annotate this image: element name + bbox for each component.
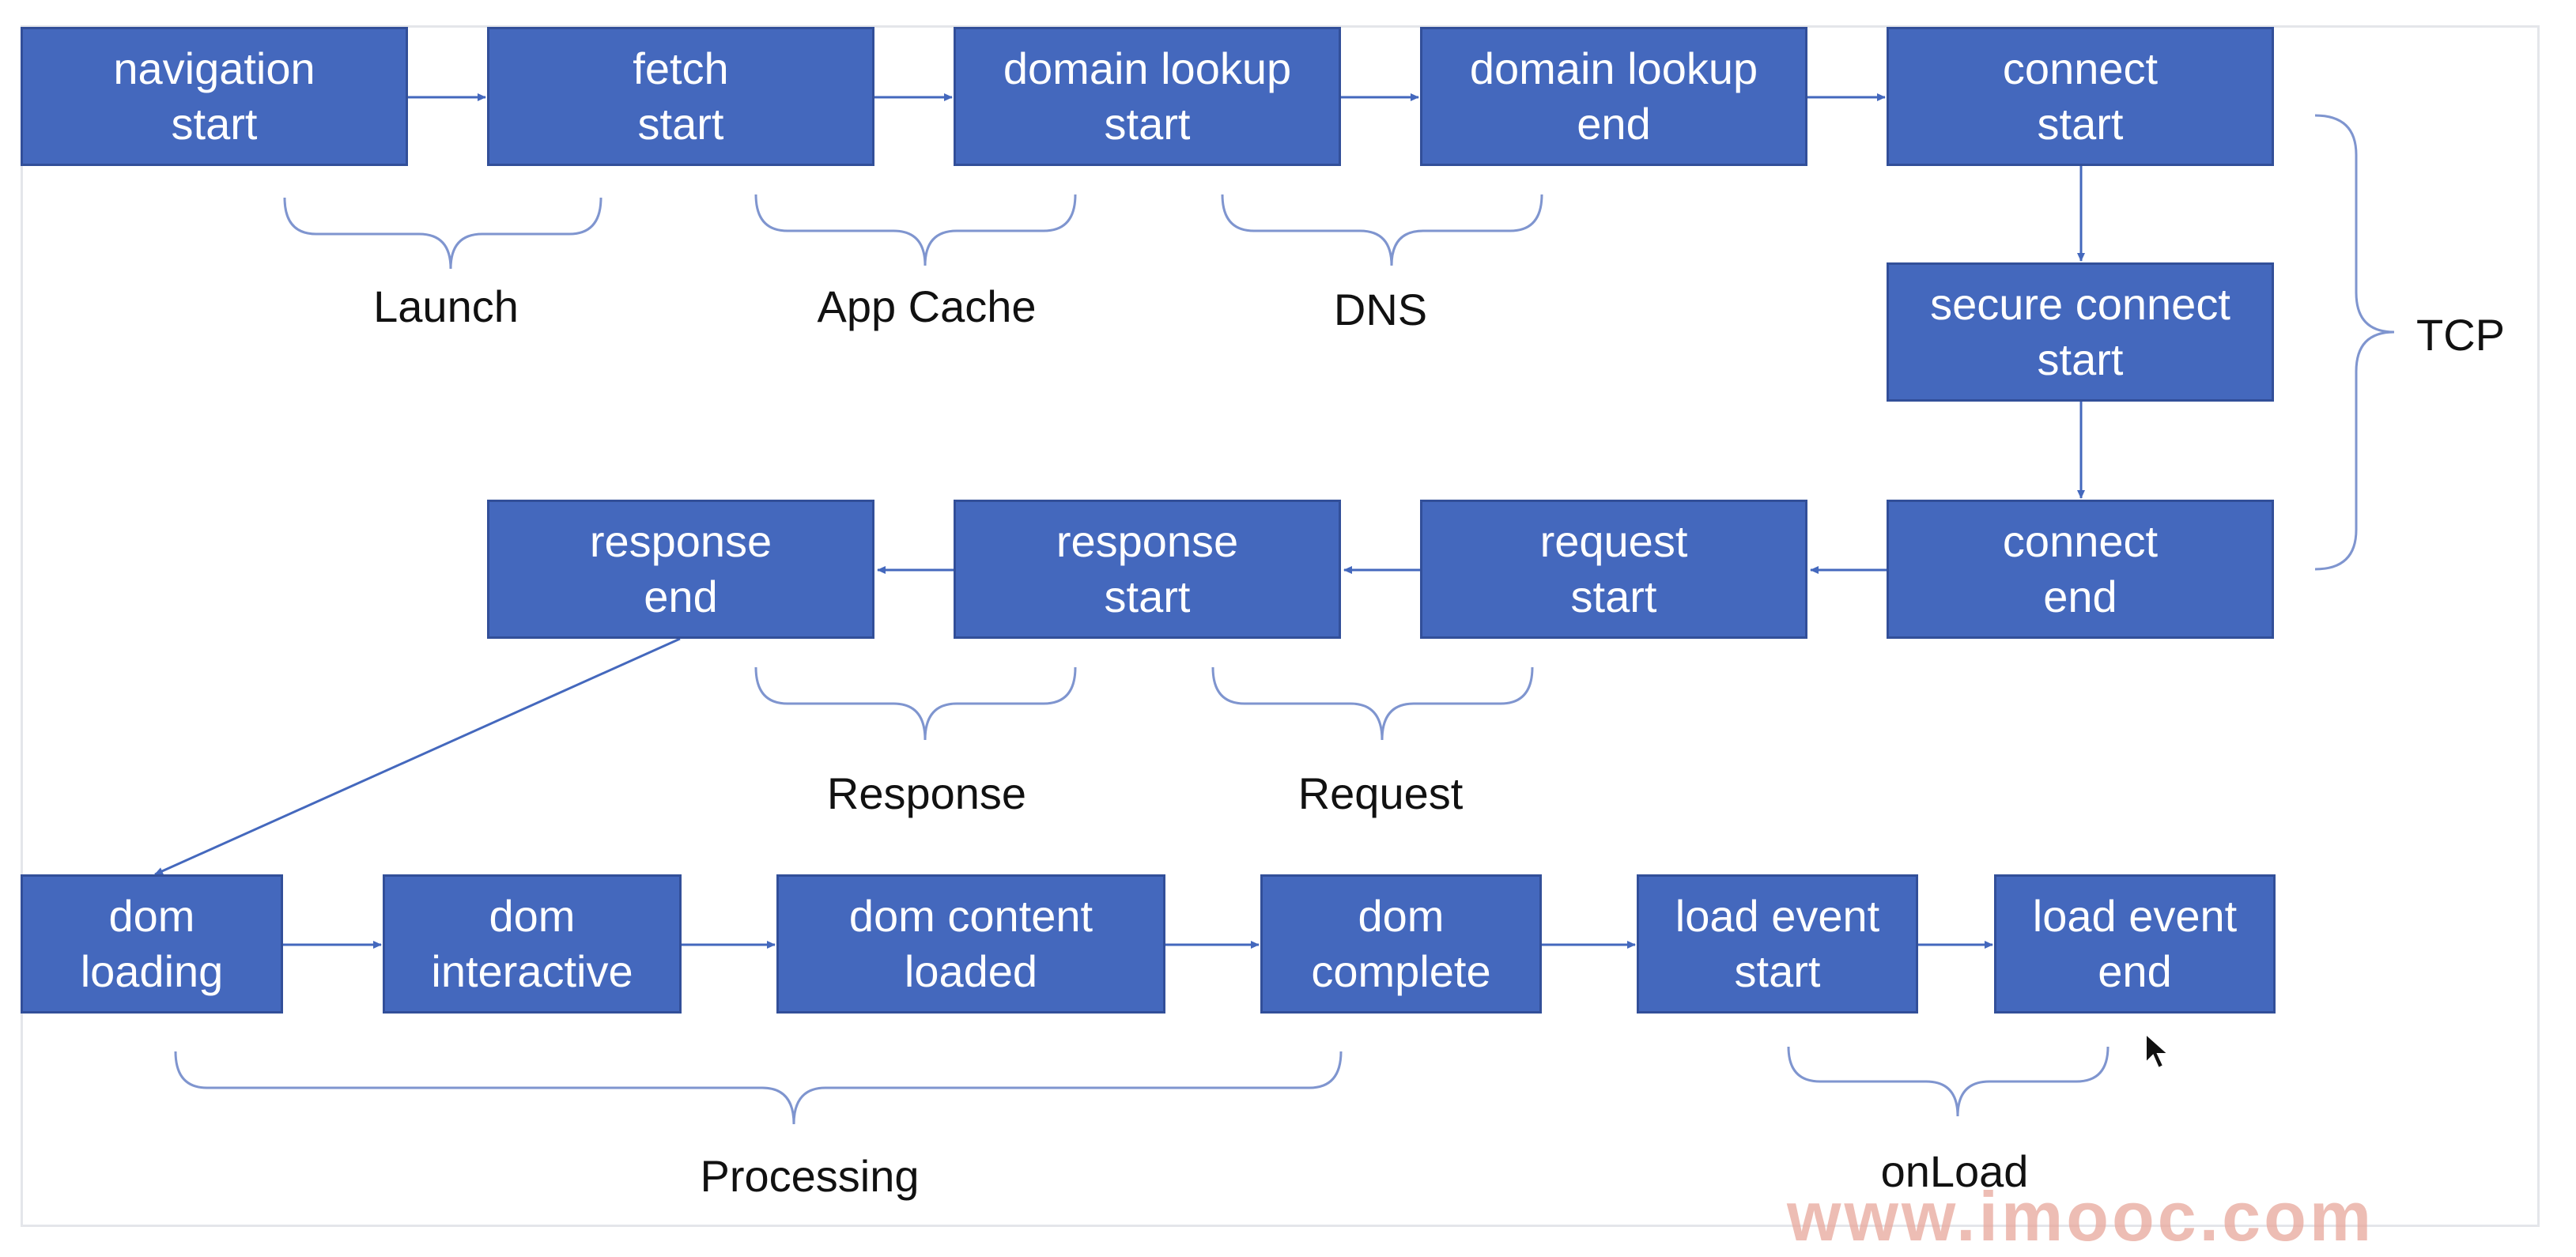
- arrow-response-end-to-dom-loading: [154, 637, 681, 876]
- node-load-event-start: load event start: [1637, 874, 1918, 1014]
- phase-label-response: Response: [826, 768, 1027, 818]
- brace-launch: [283, 197, 602, 270]
- brace-response: [754, 666, 1077, 741]
- node-domain-lookup-start: domain lookup start: [954, 27, 1341, 166]
- node-connect-end: connect end: [1887, 500, 2274, 639]
- node-dom-loading: dom loading: [21, 874, 283, 1014]
- connector-layer: [154, 93, 2395, 1125]
- node-dom-content-loaded: dom content loaded: [776, 874, 1165, 1014]
- site-watermark: www.imooc.com: [1787, 1177, 2375, 1255]
- node-response-start: response start: [954, 500, 1341, 639]
- node-response-end: response end: [487, 500, 874, 639]
- node-dom-interactive: dom interactive: [383, 874, 682, 1014]
- brace-tcp: [2314, 114, 2395, 571]
- node-load-event-end: load event end: [1994, 874, 2276, 1014]
- node-navigation-start: navigation start: [21, 27, 408, 166]
- phase-label-tcp: TCP: [2416, 310, 2505, 360]
- brace-processing: [174, 1051, 1343, 1125]
- phase-label-request: Request: [1297, 768, 1464, 818]
- mouse-cursor-icon: [2145, 1032, 2170, 1070]
- node-dom-complete: dom complete: [1260, 874, 1542, 1014]
- brace-dns: [1221, 194, 1543, 266]
- node-domain-lookup-end: domain lookup end: [1420, 27, 1807, 166]
- phase-label-onload: onLoad: [1880, 1146, 2029, 1196]
- phase-label-processing: Processing: [700, 1151, 920, 1201]
- brace-app-cache: [754, 194, 1077, 266]
- phase-label-dns: DNS: [1333, 285, 1428, 334]
- node-connect-start: connect start: [1887, 27, 2274, 166]
- phase-label-launch: Launch: [373, 281, 519, 331]
- brace-request: [1211, 666, 1534, 741]
- node-request-start: request start: [1420, 500, 1807, 639]
- brace-onload: [1787, 1046, 2110, 1117]
- node-fetch-start: fetch start: [487, 27, 874, 166]
- node-secure-connect-start: secure connect start: [1887, 262, 2274, 402]
- phase-label-app-cache: App Cache: [817, 281, 1037, 331]
